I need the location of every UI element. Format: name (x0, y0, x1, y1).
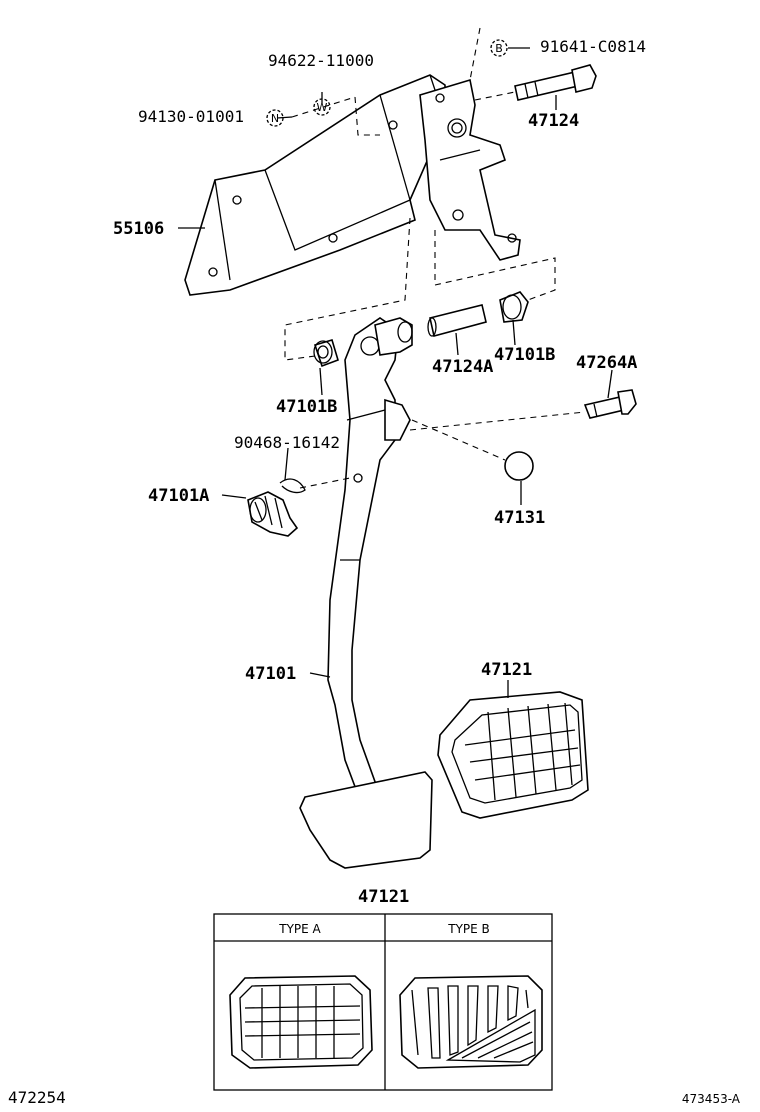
marker-n-text: N (271, 112, 279, 125)
stop-lamp-switch-47101a (247, 491, 299, 537)
inset-type-b-label: TYPE B (447, 922, 490, 936)
marker-w: W (313, 98, 331, 116)
label-47101: 47101 (245, 664, 296, 684)
footer-left-code: 472254 (8, 1088, 66, 1107)
label-55106: 55106 (113, 219, 164, 239)
label-94622-11000: 94622-11000 (268, 51, 374, 70)
bushing-47101b-left (313, 339, 339, 368)
label-47101b-left: 47101B (276, 397, 337, 417)
marker-n: N (266, 109, 284, 127)
label-47101b-right: 47101B (494, 345, 555, 365)
label-47124a: 47124A (432, 357, 493, 377)
label-leader-lines (178, 47, 613, 698)
label-47121-top: 47121 (481, 660, 532, 680)
pedal-pivot-boss (374, 317, 413, 356)
marker-b: B (490, 39, 508, 57)
inset-type-a-label: TYPE A (278, 922, 321, 936)
pad-type-inset: TYPE A TYPE B (213, 913, 553, 1091)
stopper-ball-47131 (504, 451, 534, 481)
label-90468-16142: 90468-16142 (234, 433, 340, 452)
marker-b-text: B (495, 42, 503, 55)
label-47124: 47124 (528, 111, 579, 131)
footer-right-code: 473453-A (682, 1092, 741, 1106)
label-47121-bottom: 47121 (358, 887, 409, 907)
bolt-47124 (514, 64, 597, 101)
label-47264a: 47264A (576, 353, 637, 373)
pedal-bracket-55106 (184, 74, 446, 296)
assembly-dashed-lines (284, 27, 586, 489)
pad-type-a-illustration (229, 975, 373, 1069)
label-94130-01001: 94130-01001 (138, 107, 244, 126)
marker-w-text: W (317, 101, 328, 114)
pedal-pad-cover-47121 (437, 691, 589, 819)
label-91641-c0814: 91641-C0814 (540, 37, 646, 56)
label-47131: 47131 (494, 508, 545, 528)
clip-90468-16142 (279, 478, 306, 494)
label-47101a: 47101A (148, 486, 209, 506)
pad-type-b-illustration (399, 975, 543, 1069)
bushing-47101b-right (499, 291, 529, 323)
pin-47264a (583, 389, 637, 419)
bracket-clevis-support (419, 78, 521, 261)
collar-47124a (427, 304, 487, 337)
pedal-arm-47101 (327, 317, 411, 802)
pedal-foot-plate (299, 771, 433, 869)
